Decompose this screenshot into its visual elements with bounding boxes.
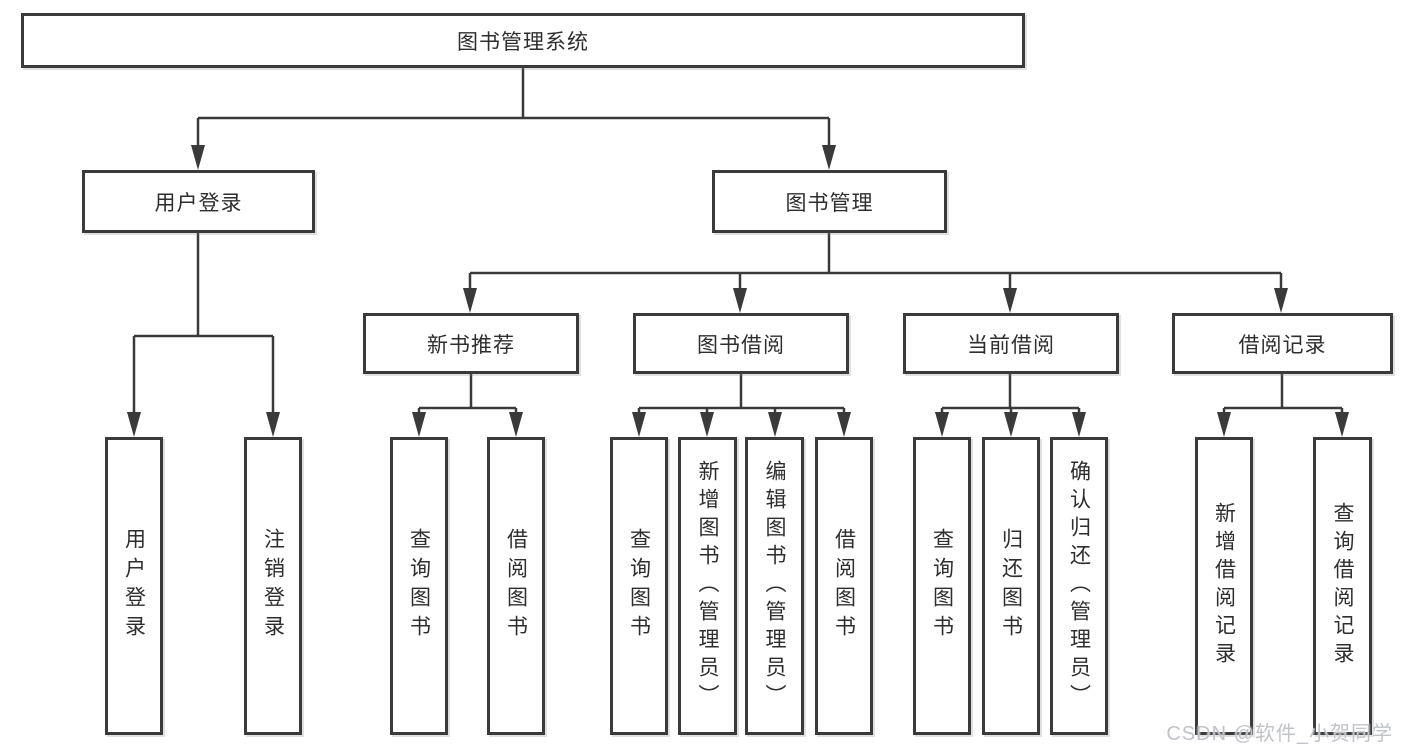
node-label: 图书管理: [785, 191, 874, 215]
leaf-label: 确认归还（管理员）: [1067, 460, 1091, 712]
node-current-borrow: 当前借阅: [903, 313, 1119, 374]
leaf-label: 归还图书: [999, 528, 1023, 644]
node-label: 当前借阅: [967, 333, 1055, 357]
leaf-logout-login: 注销登录: [244, 437, 302, 735]
node-label: 图书管理系统: [457, 30, 589, 54]
node-library-management-system: 图书管理系统: [21, 13, 1025, 68]
leaf-query-book-borrow: 查询图书: [610, 437, 668, 735]
node-book-management: 图书管理: [712, 170, 947, 233]
leaf-label: 查询图书: [930, 528, 954, 644]
leaf-confirm-return-admin: 确认归还（管理员）: [1050, 437, 1108, 735]
leaf-query-book-current: 查询图书: [913, 437, 971, 735]
leaf-borrow-book: 借阅图书: [815, 437, 873, 735]
leaf-label: 查询图书: [627, 528, 651, 644]
node-label: 图书借阅: [697, 333, 785, 357]
node-label: 借阅记录: [1238, 333, 1327, 357]
leaf-label: 用户登录: [122, 528, 146, 644]
leaf-label: 查询借阅记录: [1331, 502, 1354, 670]
leaf-query-borrow-record: 查询借阅记录: [1313, 437, 1372, 735]
node-user-login: 用户登录: [82, 170, 315, 233]
leaf-label: 查询图书: [407, 528, 431, 644]
leaf-label: 新增借阅记录: [1212, 502, 1236, 670]
leaf-add-book-admin: 新增图书（管理员）: [678, 437, 737, 735]
node-label: 用户登录: [154, 191, 243, 215]
leaf-query-book-recommend: 查询图书: [390, 437, 448, 735]
leaf-return-book: 归还图书: [982, 437, 1040, 735]
node-book-borrow: 图书借阅: [633, 313, 849, 374]
leaf-user-login: 用户登录: [105, 437, 163, 735]
node-new-book-recommend: 新书推荐: [363, 313, 579, 374]
leaf-add-borrow-record: 新增借阅记录: [1195, 437, 1253, 735]
node-borrow-record: 借阅记录: [1172, 313, 1393, 374]
leaf-edit-book-admin: 编辑图书（管理员）: [745, 437, 804, 735]
leaf-label: 借阅图书: [832, 528, 856, 644]
leaf-borrow-book-recommend: 借阅图书: [487, 437, 545, 735]
node-label: 新书推荐: [427, 333, 515, 357]
leaf-label: 新增图书（管理员）: [696, 460, 719, 712]
csdn-watermark: CSDN @软件_小贺同学: [1166, 723, 1393, 745]
leaf-label: 编辑图书（管理员）: [763, 460, 786, 712]
leaf-label: 借阅图书: [504, 528, 528, 644]
leaf-label: 注销登录: [261, 528, 285, 644]
